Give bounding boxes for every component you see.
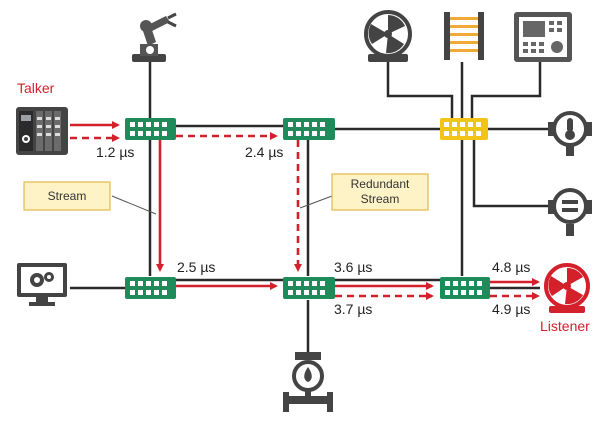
plc-controller-icon — [16, 107, 68, 155]
switch-3-yellow — [440, 118, 488, 140]
light-curtain-icon — [444, 12, 484, 60]
wire-sw3-flow — [472, 140, 548, 208]
fan-motor-listener-icon — [544, 263, 590, 313]
wire-fan-sw3 — [386, 62, 454, 118]
latency-3-6: 3.6 µs — [334, 259, 372, 275]
redundant-callout-line2: Stream — [361, 192, 400, 206]
valve-icon — [283, 352, 333, 412]
network-wires — [70, 62, 548, 360]
listener-label: Listener — [540, 318, 590, 334]
flow-sensor-icon — [548, 188, 592, 236]
switch-4 — [125, 277, 176, 299]
wire-hmi-sw3 — [470, 62, 542, 118]
switch-1 — [125, 118, 176, 140]
talker-label: Talker — [17, 80, 55, 96]
hmi-panel-icon — [514, 12, 572, 62]
switches — [125, 118, 490, 299]
stream-paths — [70, 121, 540, 300]
stream-callout: Stream — [23, 181, 157, 215]
latency-4-9: 4.9 µs — [492, 301, 530, 317]
latency-1-2: 1.2 µs — [96, 144, 134, 160]
switch-2 — [283, 118, 335, 140]
latency-2-4: 2.4 µs — [245, 144, 283, 160]
latency-3-7: 3.7 µs — [334, 301, 372, 317]
fan-motor-icon — [364, 10, 412, 62]
monitor-gears-icon — [17, 263, 67, 306]
switch-6 — [440, 277, 490, 299]
redundant-callout-line1: Redundant — [351, 177, 410, 191]
robot-arm-icon — [132, 12, 177, 62]
temperature-sensor-icon — [548, 111, 592, 156]
latency-2-5: 2.5 µs — [177, 259, 215, 275]
stream-callout-label: Stream — [48, 189, 87, 203]
latency-4-8: 4.8 µs — [492, 259, 530, 275]
redundant-stream-callout: Redundant Stream — [299, 173, 429, 211]
switch-5 — [283, 277, 335, 299]
